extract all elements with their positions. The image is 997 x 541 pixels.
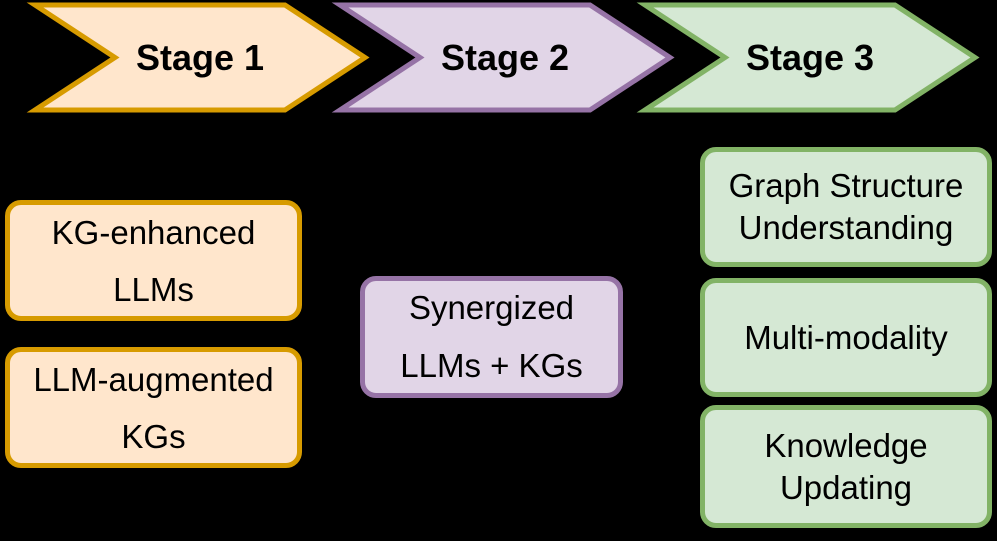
box-text-line: KGs — [121, 417, 186, 455]
kg-enhanced-llms-box: KG-enhanced LLMs — [5, 200, 302, 321]
stage-3-label: Stage 3 — [745, 36, 875, 78]
box-text-line: LLMs + KGs — [400, 347, 583, 384]
stage-arrows — [26, 2, 980, 113]
stage-1-label: Stage 1 — [135, 36, 265, 78]
stage-2-label: Stage 2 — [440, 36, 570, 78]
box-text-line: Updating — [779, 468, 913, 506]
stage-2-arrow — [331, 2, 675, 113]
synergized-llms-kgs-box: Synergized LLMs + KGs — [360, 276, 623, 398]
multi-modality-box: Multi-modality — [700, 278, 992, 397]
box-text-line: KG-enhanced — [51, 213, 256, 251]
stage-3-arrow — [636, 2, 980, 113]
stage-1-arrow — [26, 2, 370, 113]
llm-augmented-kgs-box: LLM-augmented KGs — [5, 347, 302, 468]
box-text-line: Knowledge — [764, 426, 928, 464]
knowledge-updating-box: Knowledge Updating — [700, 405, 992, 528]
box-text-line: Understanding — [738, 209, 954, 246]
graph-structure-understanding-box: Graph Structure Understanding — [700, 147, 992, 267]
box-text-line: Multi-modality — [744, 318, 948, 356]
box-text-line: Graph Structure — [728, 167, 964, 204]
box-text-line: Synergized — [408, 289, 575, 326]
box-text-line: LLM-augmented — [33, 360, 274, 398]
box-text-line: LLMs — [113, 270, 194, 308]
